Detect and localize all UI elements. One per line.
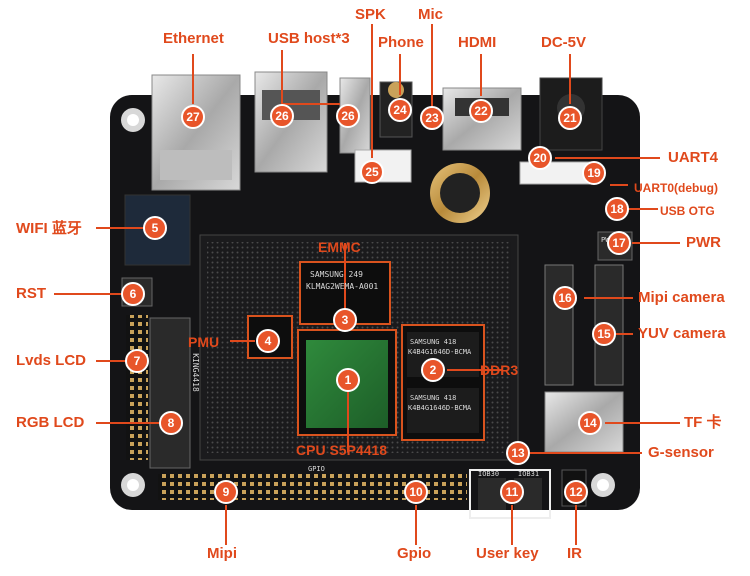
label-tf-card: TF 卡 (684, 414, 722, 431)
label-uart4: UART4 (668, 149, 719, 166)
emmc-marking-1: SAMSUNG 249 (310, 270, 363, 279)
label-pmu: PMU (188, 334, 220, 350)
label-ethernet: Ethernet (163, 30, 224, 47)
mipi-camera-connector (544, 264, 574, 386)
label-emmc: EMMC (318, 239, 361, 255)
label-rst: RST (16, 285, 46, 302)
key-silk-1: IOB30 (478, 470, 500, 478)
label-phone: Phone (378, 34, 424, 51)
uart4-marker: 20 (528, 146, 552, 170)
label-g-sensor: G-sensor (648, 444, 714, 461)
label-usb-otg: USB OTG (660, 204, 715, 218)
rgb-lcd-marker: 8 (159, 411, 183, 435)
user-key-marker: 11 (500, 480, 524, 504)
dc5v-marker: 21 (558, 106, 582, 130)
label-ir: IR (567, 545, 582, 562)
lvds-connector (126, 315, 148, 460)
ethernet-marker: 27 (181, 105, 205, 129)
mipi-marker: 9 (214, 480, 238, 504)
phone-marker: 24 (388, 98, 412, 122)
rst-marker: 6 (121, 282, 145, 306)
gpio-header (312, 474, 467, 500)
uart0-marker: 19 (582, 161, 606, 185)
usb-host-marker: 26 (336, 104, 360, 128)
label-hdmi: HDMI (458, 34, 497, 51)
gpio-silk: GPIO (308, 465, 325, 473)
label-wifi: WIFI 蓝牙 (16, 220, 82, 237)
user-keys (469, 469, 551, 519)
tf-card-marker: 14 (578, 411, 602, 435)
label-mipi: Mipi (207, 545, 237, 562)
mipi-camera-marker: 16 (553, 286, 577, 310)
ddr-marking-4: K4B4G1646D-BCMA (408, 404, 472, 412)
board-name-silk: KING4418 (190, 353, 200, 392)
lvds-lcd-marker: 7 (125, 349, 149, 373)
ddr-marking-2: K4B4G1646D-BCMA (408, 348, 472, 356)
spk-marker: 25 (360, 160, 384, 184)
label-lvds-lcd: Lvds LCD (16, 352, 87, 369)
label-rgb-lcd: RGB LCD (16, 414, 85, 431)
mic-marker: 23 (420, 106, 444, 130)
pwr-marker: 17 (607, 231, 631, 255)
emmc-marking-2: KLMAG2WEMA-A001 (306, 282, 379, 291)
label-dc5v: DC-5V (541, 34, 587, 51)
pmu-marker: 4 (256, 329, 280, 353)
ir-marker: 12 (564, 480, 588, 504)
ddr3-marker: 2 (421, 358, 445, 382)
usb-host-marker-2: 26 (270, 104, 294, 128)
label-cpu: CPU S5P4418 (296, 442, 388, 458)
emmc-marker: 3 (333, 308, 357, 332)
ddr-marking-3: SAMSUNG 418 (410, 394, 457, 402)
label-yuv-camera: YUV camera (638, 325, 726, 342)
label-spk: SPK (355, 6, 386, 23)
label-usb-host: USB host*3 (268, 30, 350, 47)
label-ddr3: DDR3 (480, 362, 519, 378)
label-uart0: UART0(debug) (634, 181, 718, 195)
ddr-marking-1: SAMSUNG 418 (410, 338, 457, 346)
g-sensor-marker: 13 (506, 441, 530, 465)
label-user-key: User key (476, 545, 539, 562)
label-gpio: Gpio (397, 545, 432, 562)
leader-lines (54, 24, 680, 545)
cpu-marker: 1 (336, 368, 360, 392)
yuv-camera-marker: 15 (592, 322, 616, 346)
key-silk-2: IOB31 (518, 470, 540, 478)
wifi-marker: 5 (143, 216, 167, 240)
hdmi-marker: 22 (469, 99, 493, 123)
label-mipi-camera: Mipi camera (638, 289, 725, 306)
label-mic: Mic (418, 6, 444, 23)
gpio-marker: 10 (404, 480, 428, 504)
label-pwr: PWR (686, 234, 721, 251)
usb-otg-marker: 18 (605, 197, 629, 221)
